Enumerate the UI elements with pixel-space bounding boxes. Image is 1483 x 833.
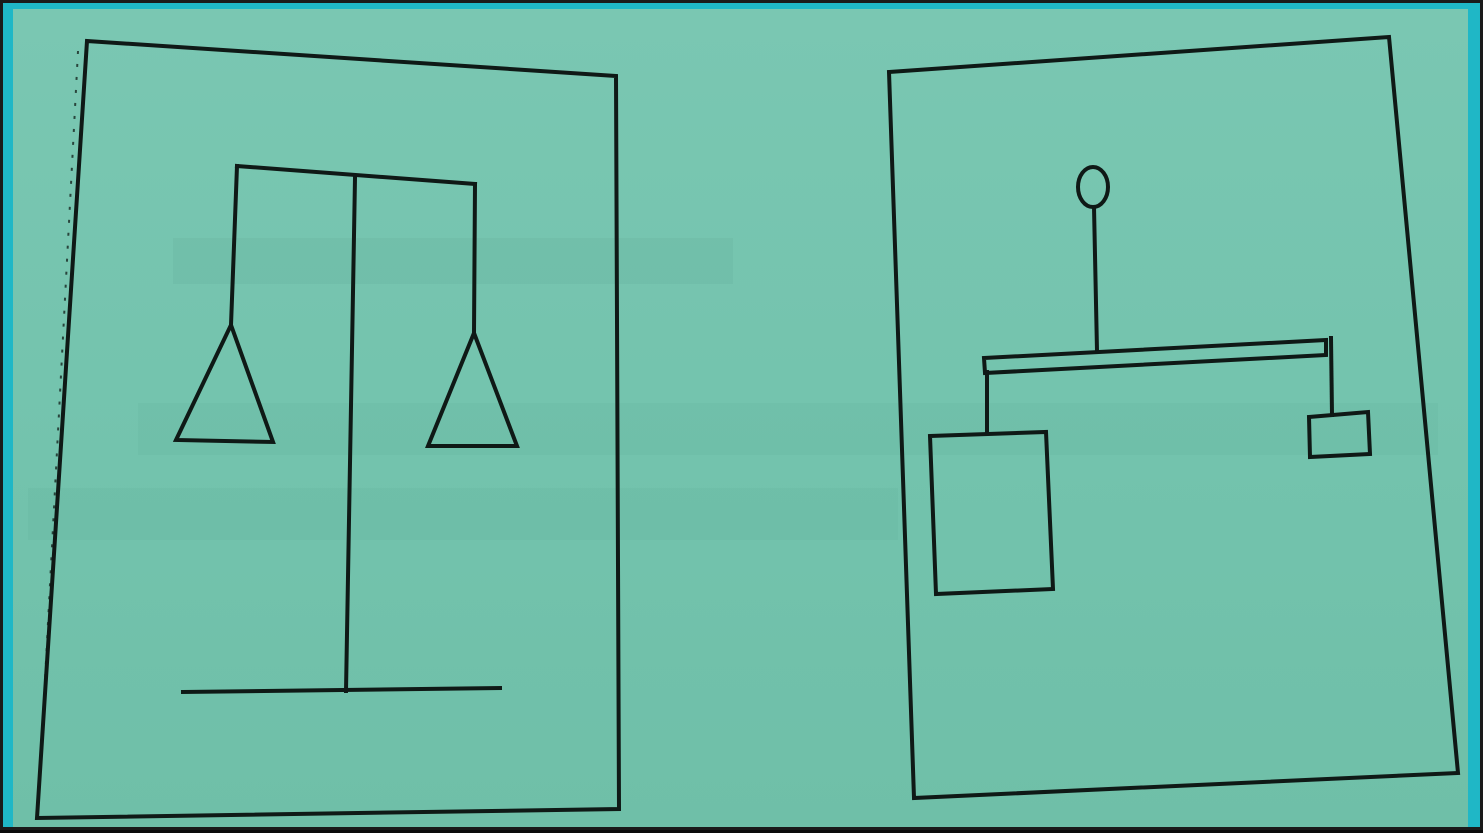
suspension-string [1094, 207, 1097, 351]
right-weight-string [1331, 338, 1332, 415]
mobile-figure [930, 167, 1370, 594]
mobile-bar [984, 340, 1326, 373]
bleed-through-text [28, 238, 1438, 540]
scale-right-hanger [474, 184, 475, 333]
bleed-through-line-1 [173, 238, 733, 284]
diagram-canvas [3, 3, 1483, 833]
bleed-through-line-3 [28, 488, 898, 540]
bleed-through-line-2 [138, 403, 1438, 455]
hanging-ring [1078, 167, 1108, 207]
scale-base [183, 688, 500, 692]
large-weight [930, 432, 1053, 594]
